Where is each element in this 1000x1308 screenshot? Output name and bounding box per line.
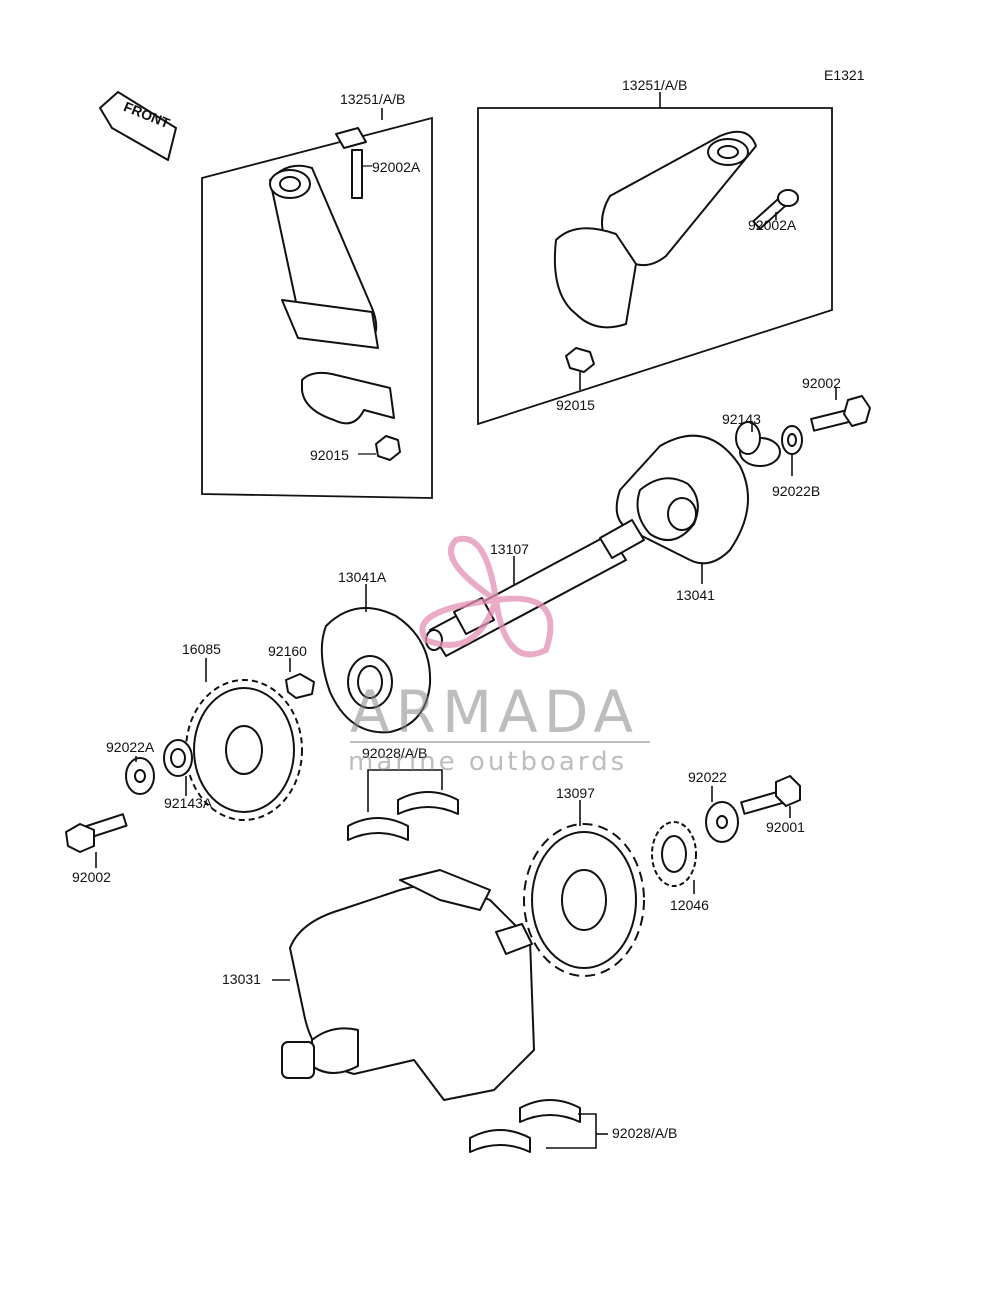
propeller-blade [419,596,501,648]
connecting-rod-right [553,130,757,329]
label-bearing-mid: 92028/A/B [362,745,427,761]
label-bolt-left-low: 92002 [72,869,111,885]
label-washer-left: 92022A [106,739,155,755]
label-sprocket-big: 16085 [182,641,221,657]
label-washer-top: 92022B [772,483,820,499]
collar-left-icon [163,739,193,777]
propeller-logo-icon [419,535,554,658]
label-bolt-top: 92002 [802,375,841,391]
bearing-halves-mid [347,791,459,841]
front-arrow-icon: FRONT [99,91,177,161]
propeller-blade [448,535,500,607]
label-gear-small: 12046 [670,897,709,913]
right-rod-box [477,107,833,426]
nut-right-icon [565,347,595,373]
label-gear-mid: 13097 [556,785,595,801]
label-bearing-low: 92028/A/B [612,1125,677,1141]
watermark-subtitle: marine outboards [348,747,627,777]
label-weight-left: 13041A [338,569,387,585]
bolt-left-low-icon [65,813,128,853]
gear-12046 [651,821,697,887]
bolt-left-icon [335,127,367,199]
gear-13097 [523,823,645,977]
label-collar-left: 92143A [164,795,213,811]
key-icon [285,673,315,699]
bolt-right-low-icon [740,775,801,815]
label-weight-right: 13041 [676,587,715,603]
bolt-right-icon [752,189,799,230]
sprocket-16085 [185,679,303,821]
bolt-top-icon [810,395,871,432]
collar-top-icon [735,421,781,467]
diagram-code: E1321 [824,67,865,83]
nut-left-icon [375,435,401,461]
washer-left-icon [125,757,155,795]
label-key: 92160 [268,643,307,659]
crankshaft-13031 [281,869,535,1101]
label-collar-top: 92143 [722,411,761,427]
washer-top-icon [781,425,803,455]
label-washer-right: 92022 [688,769,727,785]
label-rod-left: 13251/A/B [340,91,405,107]
label-nut-left: 92015 [310,447,349,463]
label-bolt-right: 92002A [748,217,797,233]
label-nut-right: 92015 [556,397,595,413]
balancer-weight-right [615,434,749,565]
connecting-rod-left [269,164,379,349]
label-bolt-right-low: 92001 [766,819,805,835]
label-rod-right: 13251/A/B [622,77,687,93]
washer-right-icon [705,801,739,843]
bearing-halves-low [469,1099,581,1153]
balancer-weight-left [320,607,432,734]
label-bolt-left: 92002A [372,159,421,175]
label-crankshaft: 13031 [222,971,261,987]
bearing-cap-left [301,371,395,425]
label-shaft: 13107 [490,541,529,557]
watermark-title: ARMADA [350,678,639,746]
propeller-blade [492,595,554,658]
armada-watermark: ARMADA marine outboards [348,535,650,777]
